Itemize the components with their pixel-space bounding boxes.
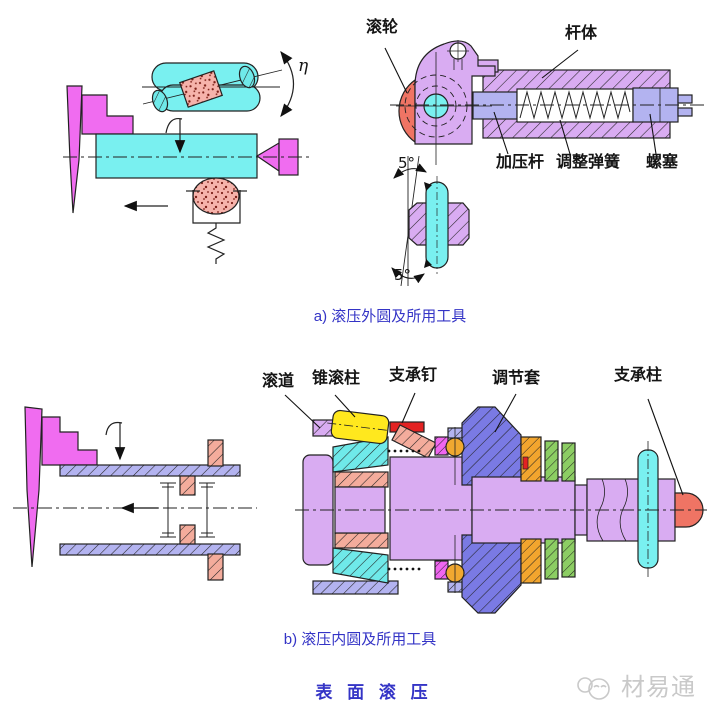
label-rod-body: 杆体 bbox=[565, 25, 598, 42]
eta-angle-arc bbox=[280, 50, 294, 118]
figure-title: 表 面 滚 压 bbox=[315, 683, 433, 702]
label-support-pin: 支承钉 bbox=[389, 367, 438, 384]
label-pressure-rod: 加压杆 bbox=[496, 154, 545, 171]
diagram-a-tool bbox=[384, 40, 705, 165]
cage-dots bbox=[387, 449, 421, 571]
chuck-blade bbox=[24, 406, 43, 568]
race-bar-bottom bbox=[334, 532, 389, 549]
roller-inside-top bbox=[179, 475, 196, 496]
roller-end-right bbox=[238, 65, 256, 89]
label-adjust-spring: 调整弹簧 bbox=[556, 154, 621, 171]
ring-green-top-2 bbox=[561, 442, 576, 482]
mandrel-body bbox=[389, 456, 473, 561]
lock-nut-bottom bbox=[520, 538, 542, 584]
diagram-b-tool bbox=[284, 392, 707, 614]
taper-roller bbox=[330, 409, 390, 445]
workpiece-shaft bbox=[95, 133, 258, 179]
leader-lines bbox=[284, 392, 684, 496]
chuck-blade bbox=[66, 85, 83, 214]
spring-roller bbox=[192, 177, 240, 215]
ring-green-bottom-1 bbox=[544, 538, 559, 580]
maiyitong-logo-icon bbox=[577, 677, 610, 700]
adjust-sleeve-top bbox=[461, 406, 522, 486]
roller-end-left bbox=[151, 89, 169, 113]
adjust-sleeve-bottom bbox=[461, 534, 522, 614]
roller-inside-bottom bbox=[179, 524, 196, 545]
label-angle-bottom: 5° bbox=[394, 266, 412, 284]
cup-rail-bottom bbox=[312, 580, 399, 595]
label-screw-plug: 螺塞 bbox=[646, 154, 679, 171]
race-bar-top bbox=[334, 471, 389, 488]
diagram-b-workpiece bbox=[13, 406, 257, 581]
raceway-ring bbox=[312, 419, 334, 437]
tube-wall-bottom bbox=[59, 543, 241, 556]
diagram-a-workpiece bbox=[63, 50, 311, 264]
watermark: 材易通 bbox=[574, 672, 696, 704]
leader-lines bbox=[384, 47, 657, 155]
rotation-arrow bbox=[105, 421, 123, 436]
label-taper-roller: 锥滚柱 bbox=[312, 370, 361, 387]
label-raceway: 滚道 bbox=[262, 373, 295, 390]
adjust-spring-coil bbox=[519, 90, 631, 120]
caption-b: b) 滚压内圆及所用工具 bbox=[283, 631, 437, 648]
tube-wall-top bbox=[59, 464, 241, 477]
diagram-a-angle-detail bbox=[391, 155, 470, 287]
angle-arc-top bbox=[393, 163, 427, 179]
chuck-steps bbox=[81, 94, 134, 135]
ring-green-top-1 bbox=[544, 440, 559, 482]
bearing-symbols bbox=[160, 482, 215, 538]
cone-cage-bottom bbox=[332, 547, 389, 584]
crossed-roller bbox=[178, 70, 224, 108]
pressure-spring bbox=[206, 223, 226, 264]
label-eta: η bbox=[298, 56, 309, 76]
roller-outside-bottom bbox=[207, 553, 224, 581]
watermark-text: 材易通 bbox=[621, 674, 696, 701]
roller-wheel bbox=[398, 78, 416, 144]
roller-outside-top bbox=[207, 439, 224, 467]
caption-a: a) 滚压外圆及所用工具 bbox=[313, 308, 467, 325]
label-adjust-sleeve: 调节套 bbox=[492, 370, 541, 387]
label-roller: 滚轮 bbox=[366, 19, 399, 36]
angle-arc-bottom bbox=[391, 267, 425, 284]
label-support-column: 支承柱 bbox=[614, 367, 663, 384]
label-angle-top: 5° bbox=[398, 154, 416, 172]
lock-nut-top bbox=[520, 436, 542, 482]
rotation-arrow bbox=[165, 117, 183, 134]
chuck-steps bbox=[41, 416, 98, 466]
ring-green-bottom-2 bbox=[561, 538, 576, 578]
